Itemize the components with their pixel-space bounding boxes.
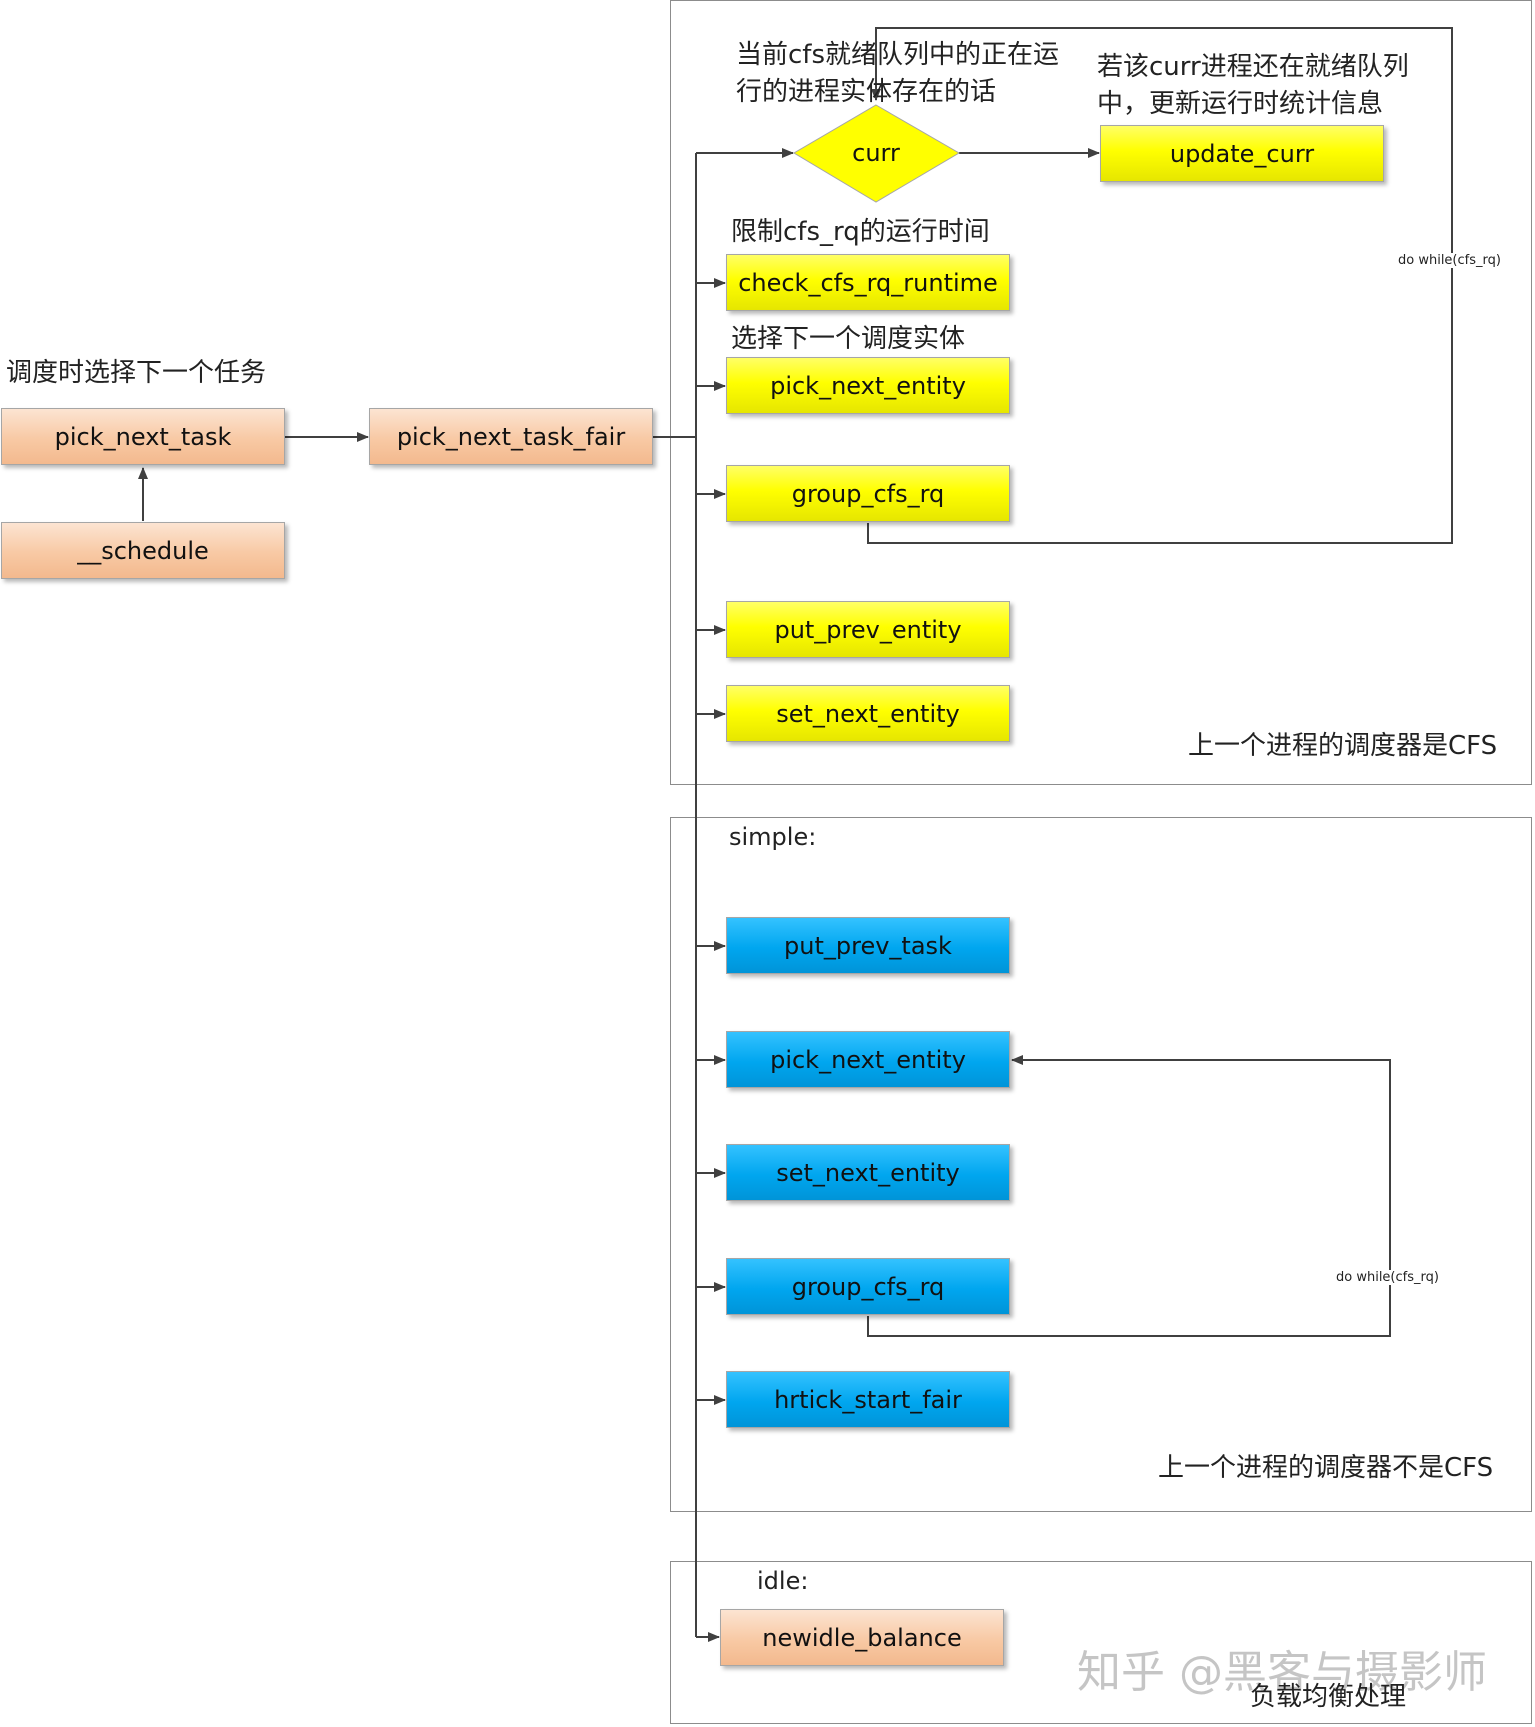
node-group-cfs-rq-cfs: group_cfs_rq: [726, 465, 1010, 522]
node-group-cfs-rq-simple: group_cfs_rq: [726, 1258, 1010, 1315]
node-set-next-entity-simple: set_next_entity: [726, 1144, 1010, 1201]
update-note-line2: 中，更新运行时统计信息: [1097, 89, 1384, 119]
watermark: 知乎 @黑客与摄影师: [1077, 1647, 1487, 1698]
pick-note: 选择下一个调度实体: [731, 324, 966, 354]
curr-note-line2: 行的进程实体存在的话: [736, 77, 997, 107]
cfs-panel-caption: 上一个进程的调度器是CFS: [1188, 731, 1498, 761]
node-set-next-entity-cfs: set_next_entity: [726, 685, 1010, 742]
simple-panel-title: simple:: [729, 823, 817, 851]
node-pick-next-task: pick_next_task: [1, 408, 285, 465]
node-check-cfs-rq-runtime: check_cfs_rq_runtime: [726, 254, 1010, 311]
curr-note-line1: 当前cfs就绪队列中的正在运: [736, 40, 1059, 70]
node-pick-next-entity-cfs: pick_next_entity: [726, 357, 1010, 414]
update-note: 若该curr进程还在就绪队列 中，更新运行时统计信息: [1097, 49, 1409, 123]
curr-note: 当前cfs就绪队列中的正在运 行的进程实体存在的话: [736, 37, 1059, 111]
node-update-curr: update_curr: [1100, 125, 1384, 182]
edge-simple-loop: [867, 1055, 1391, 1337]
edge-cfs-loop: [867, 27, 1453, 544]
schedule-note: 调度时选择下一个任务: [6, 358, 267, 388]
idle-panel-caption: 负载均衡处理: [1250, 1682, 1407, 1712]
node-schedule: __schedule: [1, 522, 285, 579]
loop-label-top: do while(cfs_rq): [1398, 253, 1501, 268]
idle-panel-title: idle:: [757, 1567, 809, 1595]
simple-panel-caption: 上一个进程的调度器不是CFS: [1158, 1453, 1494, 1483]
node-put-prev-task: put_prev_task: [726, 917, 1010, 974]
node-hrtick-start-fair: hrtick_start_fair: [726, 1371, 1010, 1428]
edge-fair-to-trunk: [653, 436, 697, 445]
node-newidle-balance: newidle_balance: [720, 1609, 1004, 1666]
loop-label-bottom: do while(cfs_rq): [1336, 1270, 1439, 1285]
node-pick-next-task-fair: pick_next_task_fair: [369, 408, 653, 465]
curr-decision-diamond: [793, 104, 960, 203]
check-note: 限制cfs_rq的运行时间: [731, 217, 990, 247]
node-put-prev-entity: put_prev_entity: [726, 601, 1010, 658]
node-pick-next-entity-simple: pick_next_entity: [726, 1031, 1010, 1088]
update-note-line1: 若该curr进程还在就绪队列: [1097, 52, 1409, 82]
node-curr: curr: [852, 139, 900, 167]
